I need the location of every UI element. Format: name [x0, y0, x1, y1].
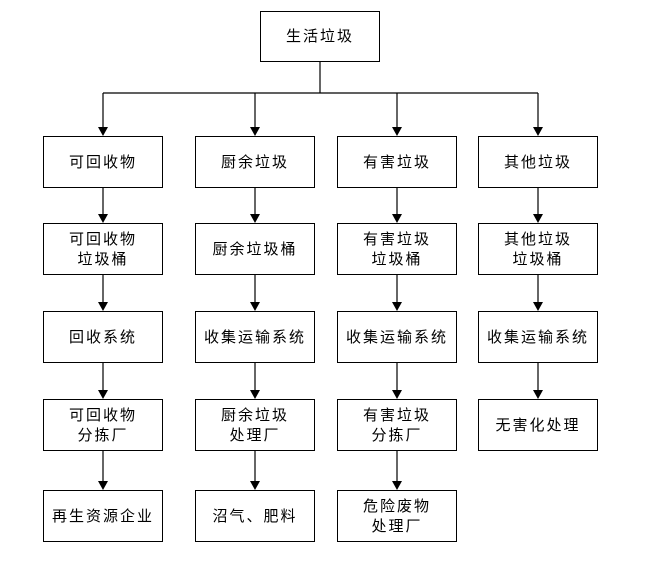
- node-dangerous-waste-treatment-plant: 危险废物 处理厂: [337, 490, 457, 542]
- node-other-waste-bin: 其他垃圾 垃圾桶: [478, 223, 598, 275]
- node-recyclable-sorting-plant: 可回收物 分拣厂: [43, 399, 163, 451]
- node-recycling-system: 回收系统: [43, 311, 163, 363]
- node-kitchen-waste-treatment-plant: 厨余垃圾 处理厂: [195, 399, 315, 451]
- node-kitchen-waste-bin: 厨余垃圾桶: [195, 223, 315, 275]
- node-kitchen-waste-category: 厨余垃圾: [195, 136, 315, 188]
- node-collection-transport-system-other: 收集运输系统: [478, 311, 598, 363]
- node-recyclable-bin: 可回收物 垃圾桶: [43, 223, 163, 275]
- node-recyclable-category: 可回收物: [43, 136, 163, 188]
- node-household-waste-root: 生活垃圾: [260, 11, 380, 62]
- node-biogas-fertilizer: 沼气、肥料: [195, 490, 315, 542]
- node-hazardous-waste-category: 有害垃圾: [337, 136, 457, 188]
- node-collection-transport-system-kitchen: 收集运输系统: [195, 311, 315, 363]
- node-hazardous-waste-sorting-plant: 有害垃圾 分拣厂: [337, 399, 457, 451]
- node-hazardous-waste-bin: 有害垃圾 垃圾桶: [337, 223, 457, 275]
- node-harmless-treatment: 无害化处理: [478, 399, 598, 451]
- node-renewable-resource-enterprise: 再生资源企业: [43, 490, 163, 542]
- node-collection-transport-system-hazardous: 收集运输系统: [337, 311, 457, 363]
- node-other-waste-category: 其他垃圾: [478, 136, 598, 188]
